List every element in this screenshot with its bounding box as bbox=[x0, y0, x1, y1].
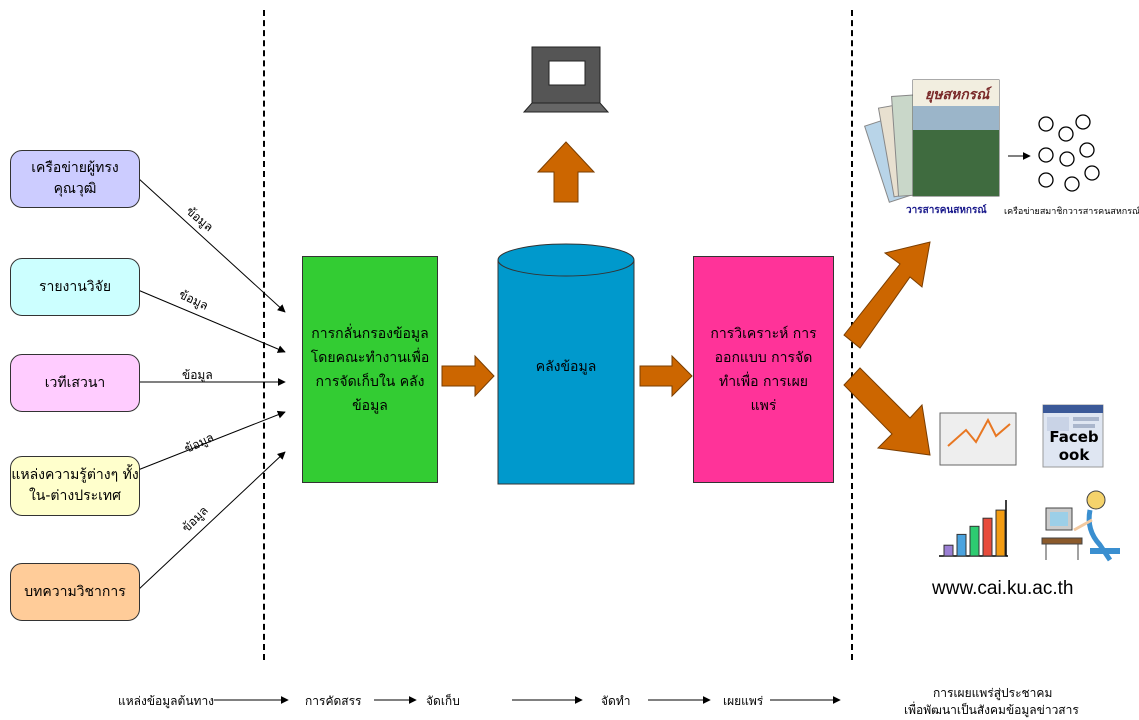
bar-chart-icon bbox=[939, 500, 1008, 557]
arrow-analysis-up bbox=[843, 241, 931, 349]
source-forums: เวทีเสวนา bbox=[10, 354, 140, 412]
arrow-warehouse-up bbox=[536, 141, 596, 203]
arrow-warehouse-to-analysis bbox=[639, 354, 693, 398]
bar-chart-bar bbox=[943, 544, 954, 557]
bar-chart-bar bbox=[956, 533, 967, 557]
stage-source: แหล่งข้อมูลต้นทาง bbox=[118, 694, 215, 708]
bar-chart-bar bbox=[995, 509, 1006, 557]
stage-storage: จัดเก็บ bbox=[426, 694, 460, 708]
arrow-analysis-down bbox=[843, 367, 931, 456]
bar-chart-bar bbox=[982, 517, 993, 557]
facebook-screenshot-icon bbox=[1042, 404, 1104, 468]
source-expert-network: เครือข่ายผู้ทรงคุณวุฒิ bbox=[10, 150, 140, 208]
stage-production: จัดทำ bbox=[601, 694, 631, 708]
analysis-box: การวิเคราะห์ การออกแบบ การจัดทำเพื่อ การ… bbox=[693, 256, 834, 483]
stage-publish: เผยแพร่ bbox=[723, 694, 764, 708]
source-academic-articles: บทความวิชาการ bbox=[10, 563, 140, 621]
bar-chart-bar bbox=[969, 525, 980, 557]
person-computer-icon bbox=[1041, 490, 1120, 562]
stage-final-line2: เพื่อพัฒนาเป็นสังคมข้อมูลข่าวสาร bbox=[904, 703, 1079, 717]
facebook-label: Facebook bbox=[1049, 428, 1099, 464]
filter-box: การกลั่นกรองข้อมูล โดยคณะทำงานเพื่อ การจ… bbox=[302, 256, 438, 483]
separator-left bbox=[263, 10, 265, 660]
source-research-reports: รายงานวิจัย bbox=[10, 258, 140, 316]
magazine-stack-icon bbox=[863, 79, 1000, 203]
warehouse-cylinder bbox=[497, 243, 635, 485]
magazine-caption: วารสารคนสหกรณ์ bbox=[906, 205, 987, 216]
arrow-label-3: ข้อมูล bbox=[182, 368, 213, 382]
source-arrow-1 bbox=[137, 177, 286, 313]
stage-final-line1: การเผยแพร่สู่ประชาคม bbox=[933, 686, 1053, 700]
source-arrow-2 bbox=[137, 289, 286, 353]
network-circles-icon bbox=[1038, 114, 1100, 192]
arrow-filter-to-warehouse bbox=[441, 354, 495, 398]
source-knowledge: แหล่งความรู้ต่างๆ ทั้งใน-ต่างประเทศ bbox=[10, 456, 140, 516]
network-caption: เครือข่ายสมาชิกวารสารคนสหกรณ์ bbox=[1004, 207, 1139, 217]
source-arrow-4 bbox=[137, 410, 286, 471]
warehouse-label: คลังข้อมูล bbox=[535, 359, 597, 375]
website-url[interactable]: www.cai.ku.ac.th bbox=[932, 578, 1074, 599]
source-arrow-5 bbox=[137, 451, 286, 591]
laptop-icon bbox=[522, 46, 610, 113]
line-chart-icon bbox=[939, 412, 1017, 466]
magazine-title: ยุษสหกรณ์ bbox=[925, 87, 990, 103]
stage-selection: การคัดสรร bbox=[305, 694, 362, 708]
